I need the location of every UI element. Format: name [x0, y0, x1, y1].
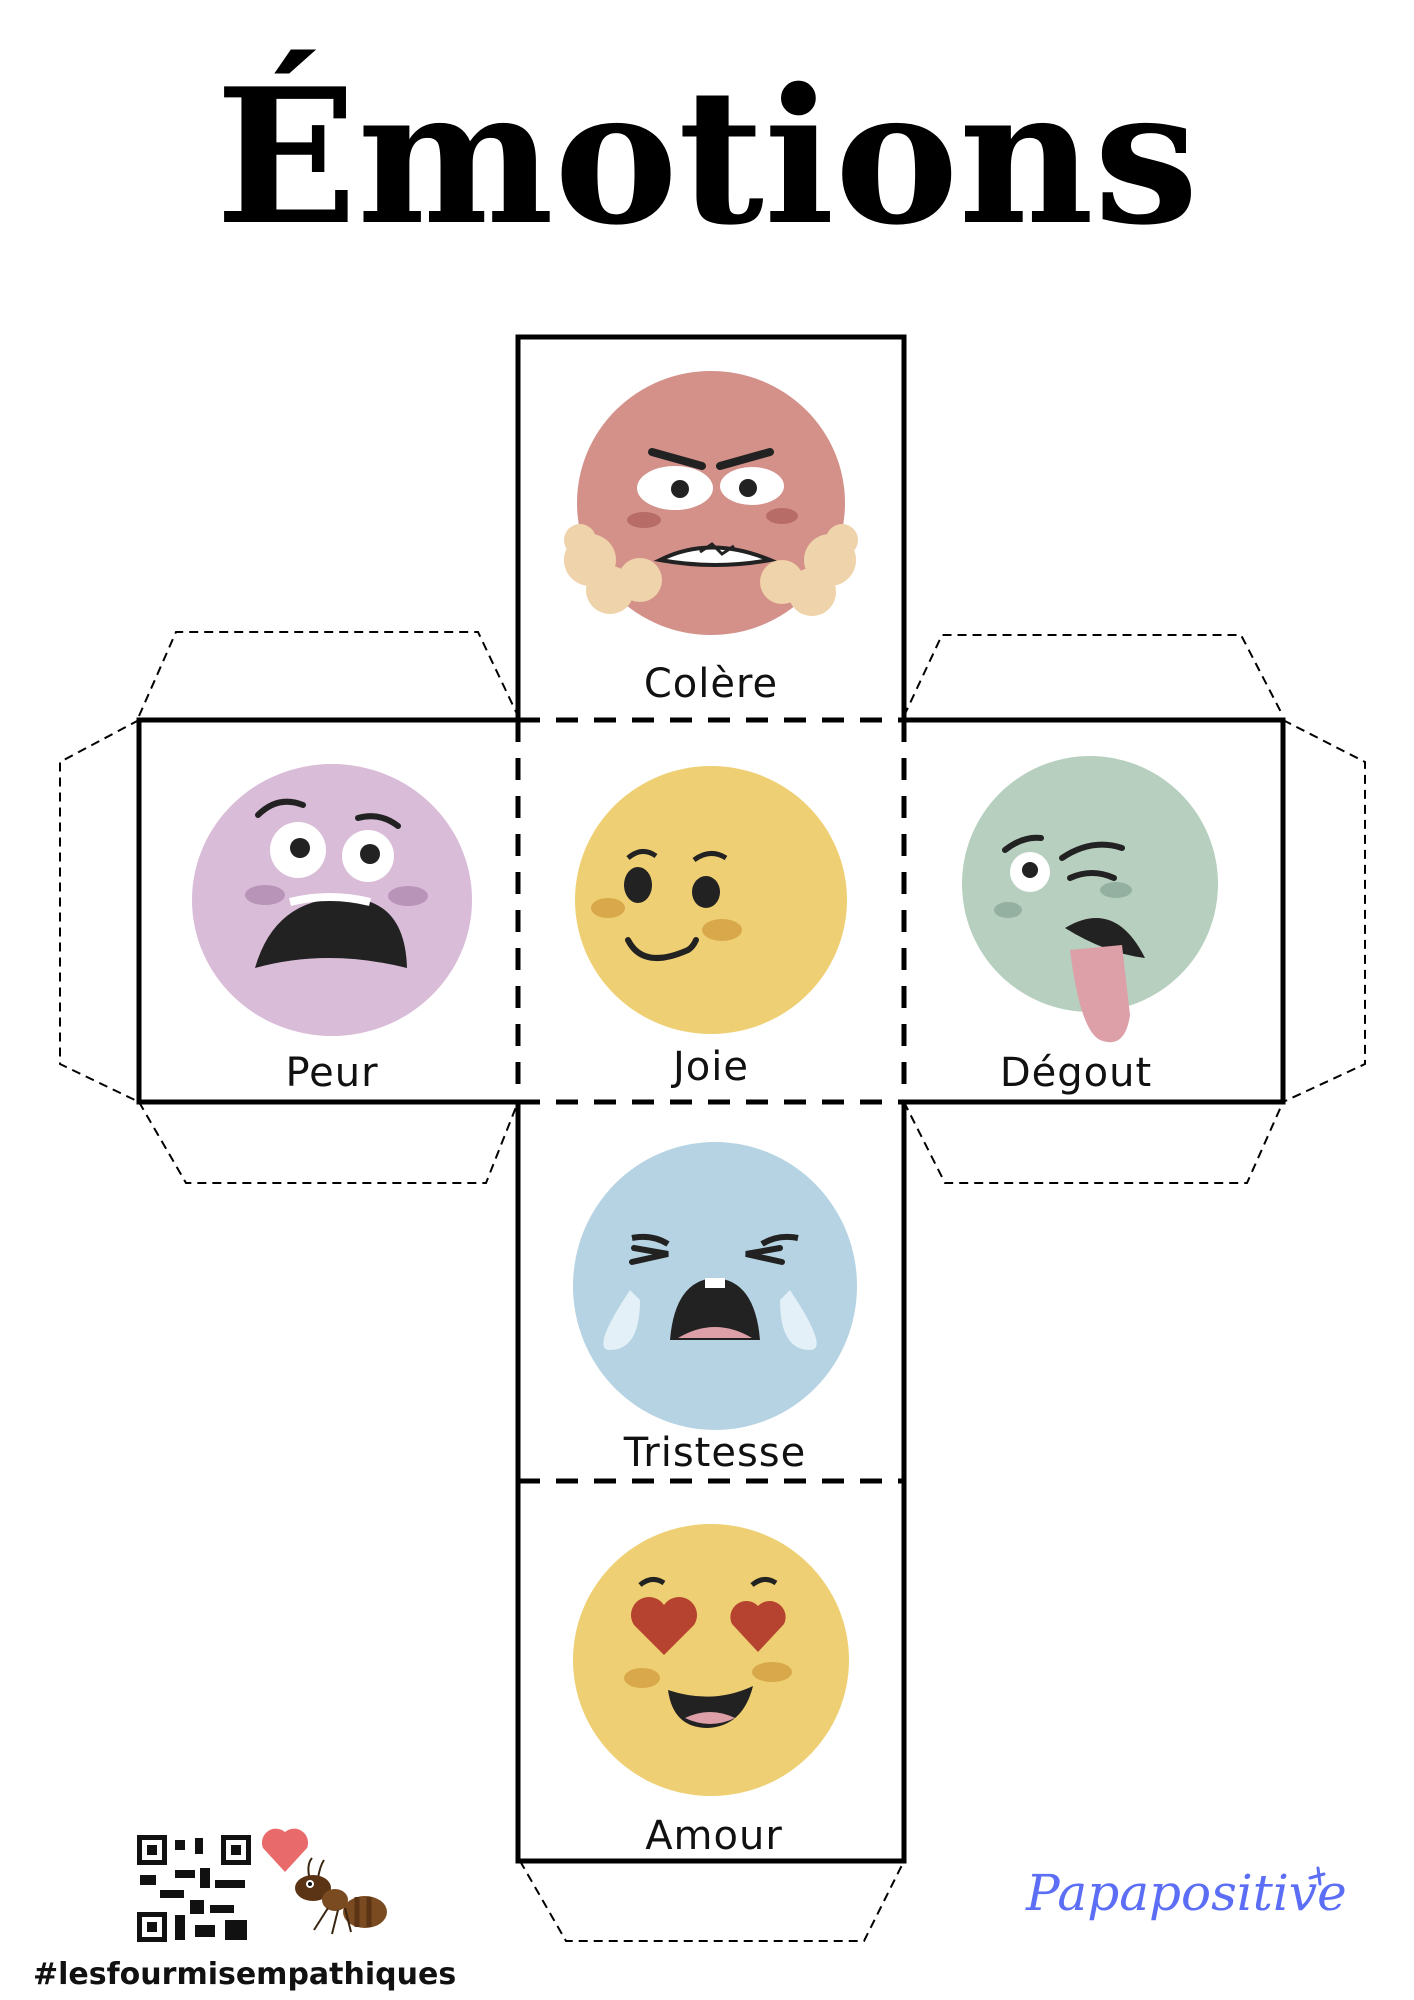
face-label-tristesse: Tristesse: [623, 1430, 807, 1476]
flap-right-outer: [1282, 719, 1366, 1103]
face-tristesse: Tristesse: [573, 1142, 857, 1476]
face-amour: Amour: [573, 1524, 849, 1859]
face-label-degout: Dégout: [1000, 1050, 1152, 1096]
love-face-icon: [573, 1524, 849, 1796]
flap-right-bottom: [903, 1101, 1284, 1184]
flap-left-outer: [59, 719, 140, 1103]
disgusted-face-icon: [962, 756, 1218, 1012]
qr-code[interactable]: [135, 1832, 253, 1944]
ant-icon: [295, 1857, 387, 1935]
face-joie: Joie: [575, 766, 847, 1090]
sparkle-icon: [1308, 1866, 1326, 1886]
face-label-amour: Amour: [645, 1813, 783, 1859]
hashtag-text: #lesfourmisempathiques: [33, 1957, 456, 1992]
glue-flaps: [59, 631, 1366, 1942]
face-label-peur: Peur: [285, 1050, 378, 1096]
flap-left-bottom: [138, 1101, 519, 1184]
page-title: Émotions: [215, 47, 1198, 266]
face-peur: Peur: [192, 764, 472, 1096]
face-label-colere: Colère: [644, 661, 778, 707]
face-label-joie: Joie: [670, 1044, 749, 1090]
brand-logo: Papapositive: [1025, 1864, 1347, 1922]
cube-net-outline: [136, 334, 1286, 1864]
flap-left-top: [138, 631, 519, 717]
flap-right-top: [903, 634, 1284, 717]
flap-bottom: [519, 1860, 905, 1942]
face-colere: Colère: [564, 371, 858, 707]
face-degout: Dégout: [962, 756, 1218, 1096]
heart-icon: [261, 1828, 309, 1872]
